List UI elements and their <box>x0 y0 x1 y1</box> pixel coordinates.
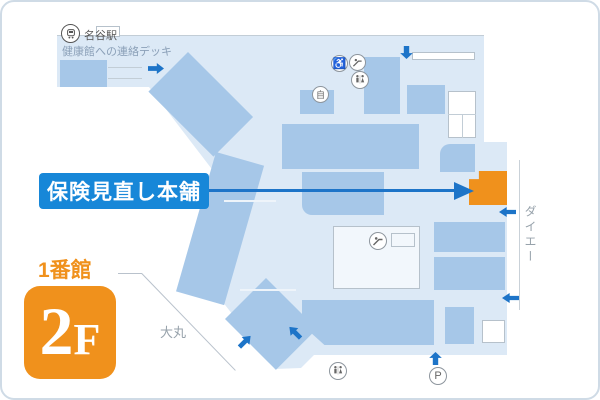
store-block <box>434 222 505 252</box>
restroom-icon <box>351 71 369 89</box>
daiei-label: ダイエー <box>523 205 537 265</box>
floor-letter: F <box>73 315 101 364</box>
building-lead-line <box>118 273 142 274</box>
store-block <box>364 57 400 114</box>
lobby-divider <box>462 114 463 138</box>
store-divider <box>240 289 296 291</box>
vending-icon: 自 <box>312 86 329 103</box>
deck-direction-arrow <box>148 63 164 74</box>
deck-lane-line <box>108 78 142 79</box>
parking-icon: P <box>429 367 447 385</box>
daimaru-label: 大丸 <box>160 325 187 340</box>
service-corridor <box>412 52 475 60</box>
store-block <box>282 124 419 169</box>
store-block <box>302 172 384 215</box>
floor-top-edge <box>57 35 484 36</box>
station-label: 名谷駅 <box>84 30 117 42</box>
building-label: 1番館 <box>38 259 92 282</box>
deck-lane-line <box>108 67 142 68</box>
atrium-room <box>391 233 415 247</box>
train-icon <box>61 24 80 43</box>
store-block <box>407 85 445 114</box>
store-block <box>445 307 474 344</box>
shop-pointer-arrowhead <box>454 182 474 200</box>
shop-label: 保険見直し本舗 <box>39 173 209 209</box>
store-block <box>302 300 434 345</box>
escalator-icon <box>349 54 366 71</box>
restroom-icon <box>329 362 347 380</box>
store-block <box>440 144 475 172</box>
parking-label: P <box>434 370 442 382</box>
store-block <box>434 257 505 290</box>
service-room <box>482 320 505 343</box>
vending-label: 自 <box>315 90 325 100</box>
daiei-boundary-line <box>519 160 520 310</box>
wheelchair-icon: ♿ <box>331 55 348 72</box>
floor-number: 2 <box>39 293 74 369</box>
deck-label: 健康館への連絡デッキ <box>62 46 172 58</box>
store-divider <box>224 200 276 202</box>
shop-pointer-line <box>207 189 457 192</box>
escalator-icon <box>369 232 387 250</box>
station-connector-tab <box>96 26 120 37</box>
store-block-deck <box>60 60 107 87</box>
